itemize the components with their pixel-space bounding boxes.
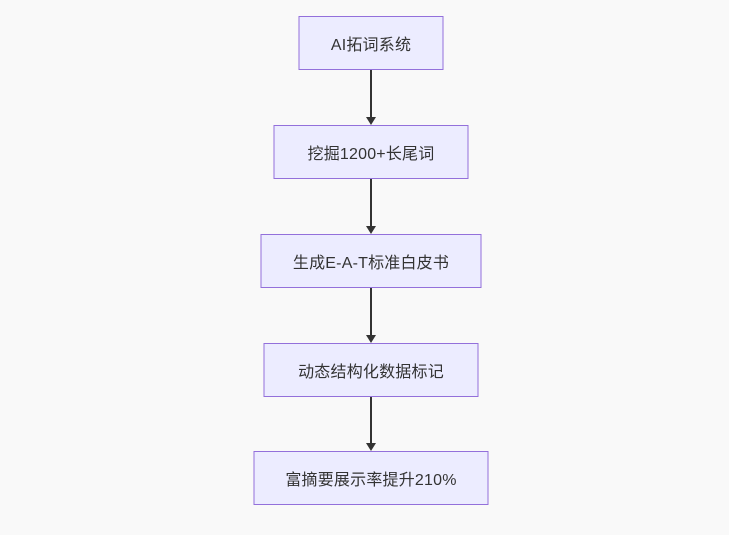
arrow-stem bbox=[370, 288, 372, 335]
node-structured-data-markup: 动态结构化数据标记 bbox=[263, 343, 479, 397]
arrow-stem bbox=[370, 397, 372, 443]
arrowhead-down-icon bbox=[366, 335, 376, 343]
node-eat-whitepaper: 生成E-A-T标准白皮书 bbox=[260, 234, 482, 288]
edge-arrow-2 bbox=[366, 179, 376, 234]
node-label: 富摘要展示率提升210% bbox=[285, 472, 457, 489]
arrowhead-down-icon bbox=[366, 443, 376, 451]
arrow-stem bbox=[370, 70, 372, 117]
node-rich-snippet-result: 富摘要展示率提升210% bbox=[253, 451, 489, 505]
edge-arrow-1 bbox=[366, 70, 376, 125]
edge-arrow-3 bbox=[366, 288, 376, 343]
node-longtail-mining: 挖掘1200+长尾词 bbox=[273, 125, 469, 179]
node-label: 动态结构化数据标记 bbox=[298, 364, 444, 381]
node-label: AI拓词系统 bbox=[330, 37, 412, 54]
edge-arrow-4 bbox=[366, 397, 376, 451]
arrowhead-down-icon bbox=[366, 226, 376, 234]
arrowhead-down-icon bbox=[366, 117, 376, 125]
node-label: 生成E-A-T标准白皮书 bbox=[292, 255, 450, 272]
node-label: 挖掘1200+长尾词 bbox=[307, 146, 435, 163]
node-ai-word-expansion: AI拓词系统 bbox=[298, 16, 444, 70]
arrow-stem bbox=[370, 179, 372, 226]
